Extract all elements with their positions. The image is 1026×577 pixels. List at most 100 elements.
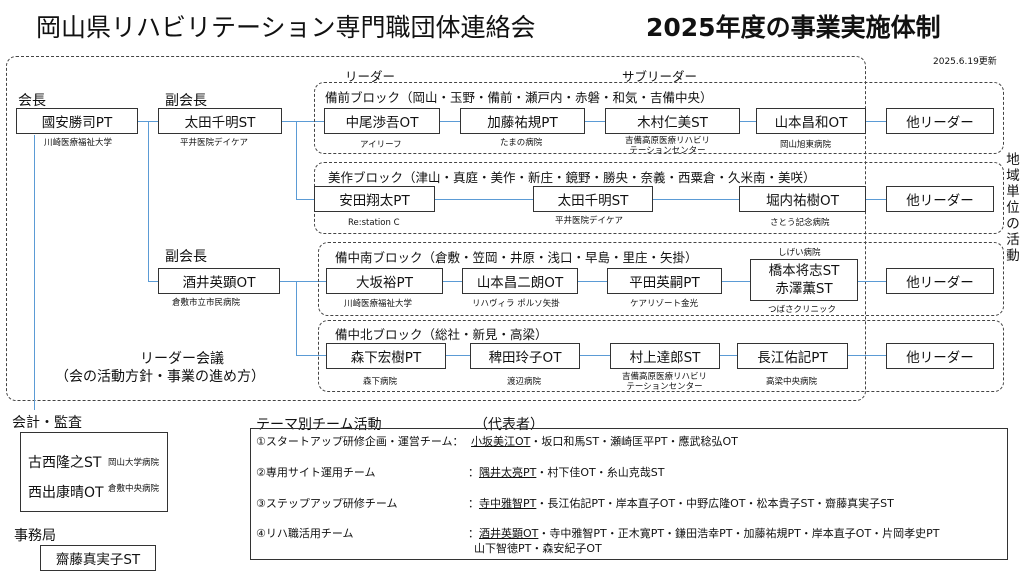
connector [148,121,149,281]
team-members: ：酒井英顕OT・寺中雅智PT・正木寛PT・鎌田浩幸PT・加藤祐規PT・岸本直子O… [468,527,940,540]
member-affiliation: 森下病院 [363,377,398,387]
connector [585,121,605,122]
teams-box [250,428,1008,560]
member-box: 加藤祐規PT [460,108,585,134]
member-affiliation: 吉備高原医療リハビリ テーションセンター [625,136,711,156]
team-leader: 隅井太亮PT [479,466,537,479]
team-leader: 寺中雅智PT [479,497,537,510]
member-name: 橋本将志ST [768,263,840,279]
block-bizen [314,82,1004,154]
page-title: 岡山県リハビリテーション専門職団体連絡会 [36,8,536,44]
connector [282,121,324,122]
member-box: 山本昌二朗OT [462,268,578,294]
block-bitchu-north [318,320,1004,392]
team-name: ②専用サイト運用チーム [256,466,376,479]
team-name: ①スタートアップ研修企画・運営チーム： [256,435,464,448]
member-box: 太田千明ST [533,186,653,212]
team-other-members-line2: 山下智徳PT・森安紀子OT [474,542,602,555]
vp1-affiliation: 平井医院デイケア [180,138,249,148]
vp1-box: 太田千明ST [158,108,282,134]
team-leader: 小坂美江OT [471,435,531,448]
team-other-members: ・村下佳OT・糸山克哉ST [536,466,665,479]
connector [435,199,533,200]
connector [848,355,886,356]
member-box: 森下宏樹PT [326,343,446,369]
plan-title: 2025年度の事業実施体制 [646,13,941,42]
connector [296,199,314,200]
audit-member-affiliation: 倉敷中央病院 [108,484,160,494]
audit-box [20,432,168,512]
leader-header: リーダー [345,69,396,84]
leaders-meeting-title: リーダー会議 [140,351,224,367]
connector [722,281,750,282]
regional-activity-label: 地 域 単 位 の 活 動 [1006,152,1020,264]
block-bizen-title: 備前ブロック（岡山・玉野・備前・瀬戸内・赤磐・和気・吉備中央） [325,90,713,105]
org-title: 岡山県リハビリテーション専門職団体連絡会 [36,13,536,42]
president-affiliation: 川崎医療福祉大学 [44,138,113,148]
office-box: 齋藤真実子ST [40,545,156,571]
team-name: ④リハ職活用チーム [256,527,354,540]
leaders-frame [6,56,866,401]
team-members: ：隅井太亮PT・村下佳OT・糸山克哉ST [468,466,665,479]
member-affiliation: Re:station C [348,218,400,228]
member-affiliation: 渡辺病院 [507,377,542,387]
audit-member-affiliation: 岡山大学病院 [108,458,160,468]
member-box: 中尾渉吾OT [324,108,440,134]
member-affiliation: 川崎医療福祉大学 [344,299,413,309]
connector [866,199,886,200]
member-name: 赤澤薫ST [775,281,833,297]
member-affiliation: 吉備高原医療リハビリ テーションセンター [622,372,708,392]
connector [446,355,470,356]
vp2-role: 副会長 [165,249,207,265]
other-leaders-box: 他リーダー [886,268,994,294]
block-bitchu-south [318,242,1004,316]
other-leaders-box: 他リーダー [886,343,994,369]
other-leaders-box: 他リーダー [886,108,994,134]
team-leader: 酒井英顕OT [479,527,539,540]
member-affiliation: さとう記念病院 [770,218,830,228]
block-bitchu-north-title: 備中北ブロック（総社・新見・高梁） [335,327,548,342]
connector [280,281,326,282]
vp2-box: 酒井英顕OT [158,268,280,294]
member-box: 安田翔太PT [314,186,435,212]
team-other-members: ・寺中雅智PT・正木寛PT・鎌田浩幸PT・加藤祐規PT・岸本直子OT・片岡孝史P… [538,527,940,540]
connector [443,281,462,282]
vp1-role: 副会長 [165,93,207,109]
leaders-meeting-desc: （会の活動方針・事業の進め方） [55,369,265,385]
connector [578,281,607,282]
team-other-members: ・長江佑記PT・岸本直子OT・中野広隆OT・松本貴子ST・齋藤真実子ST [536,497,894,510]
member-affiliation: 平井医院デイケア [555,216,624,226]
member-affiliation: たまの病院 [500,138,543,148]
team-other-members: ・坂口和馬ST・瀬崎匡平PT・應武稔弘OT [530,435,738,448]
member-box: 長江佑記PT [737,343,848,369]
office-title: 事務局 [14,528,56,544]
president-role: 会長 [18,93,46,109]
connector [653,199,739,200]
member-affiliation: リハヴィラ ポルソ矢掛 [472,299,560,309]
member-box: 堀内祐樹OT [739,186,866,212]
connector [440,121,460,122]
connector [296,281,297,355]
audit-member-name: 西出康晴OT [28,485,104,501]
member-affiliation: つばさクリニック [768,305,837,315]
member-affiliation: 高梁中央病院 [766,377,818,387]
subleader-header: サブリーダー [622,69,698,84]
block-bitchu-south-title: 備中南ブロック（倉敷・笠岡・井原・浅口・早島・里庄・矢掛） [335,250,698,265]
member-box-double: 橋本将志ST 赤澤薫ST [750,259,858,301]
teams-rep-label: （代表者） [474,417,544,433]
other-leaders-box: 他リーダー [886,186,994,212]
member-affiliation: 岡山旭東病院 [780,140,832,150]
connector [866,121,886,122]
connector [580,355,610,356]
connector [740,121,756,122]
president-box: 國安勝司PT [16,108,138,134]
connector [296,355,326,356]
member-box: 村上達郎ST [610,343,720,369]
teams-title: テーマ別チーム活動 [256,417,382,433]
audit-title: 会計・監査 [12,415,82,431]
member-affiliation: アイリーフ [360,140,402,150]
member-box: 大坂裕PT [326,268,443,294]
member-box: 稗田玲子OT [470,343,580,369]
update-date: 2025.6.19更新 [933,57,997,67]
team-name: ③ステップアップ研修チーム [256,497,398,510]
